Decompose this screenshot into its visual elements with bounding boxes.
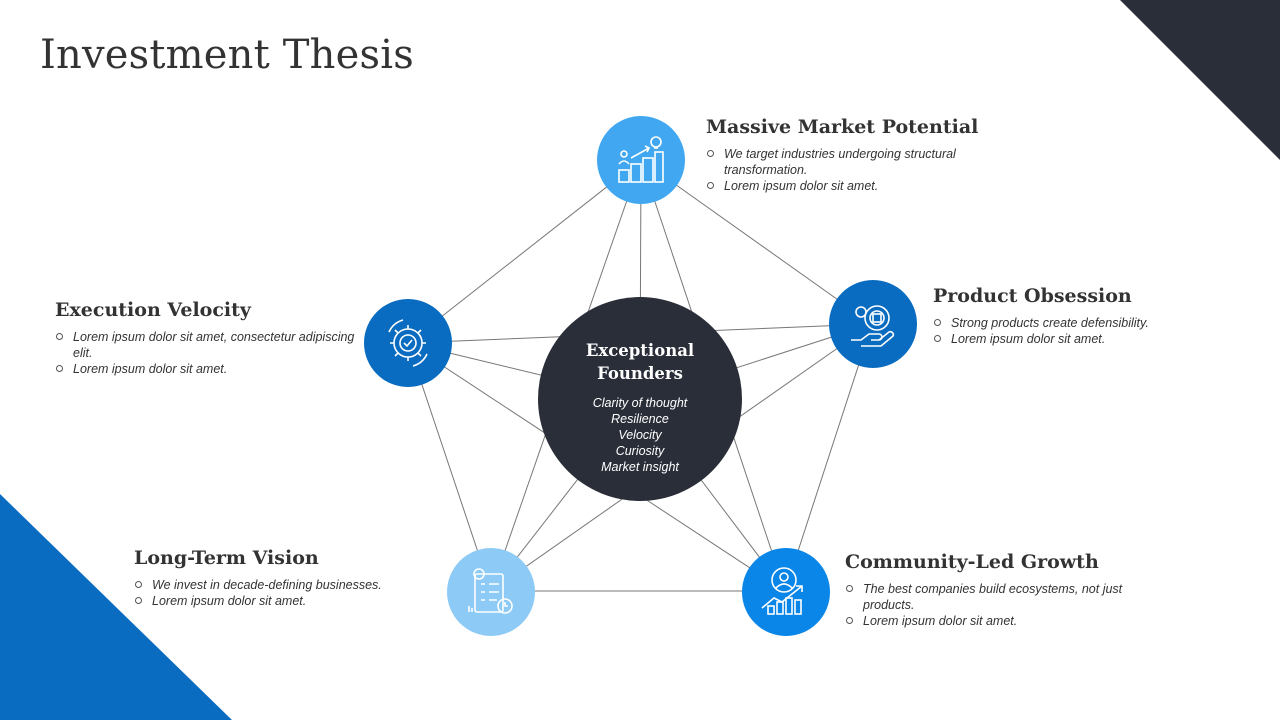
- slide-title: Investment Thesis: [40, 32, 414, 78]
- pillar-vision: Long-Term Vision We invest in decade-def…: [134, 547, 434, 609]
- pillar-points: We target industries undergoing structur…: [706, 146, 1006, 194]
- checklist-icon: [468, 568, 513, 614]
- bullet-item: We invest in decade-defining businesses.: [134, 577, 434, 593]
- center-title: Exceptional Founders: [585, 341, 695, 383]
- bullet-item: Lorem ipsum dolor sit amet.: [55, 361, 355, 377]
- bullet-item: Lorem ipsum dolor sit amet.: [933, 331, 1223, 347]
- bullet-item: Lorem ipsum dolor sit amet.: [706, 178, 1006, 194]
- pillar-community: Community-Led Growth The best companies …: [845, 551, 1135, 629]
- pillar-title: Massive Market Potential: [706, 116, 979, 138]
- node-market-potential: [597, 116, 685, 204]
- trait-item: Resilience: [611, 412, 669, 426]
- pillar-execution: Execution Velocity Lorem ipsum dolor sit…: [55, 299, 355, 377]
- pillar-title: Community-Led Growth: [845, 551, 1099, 573]
- bullet-item: The best companies build ecosystems, not…: [845, 581, 1135, 613]
- pillar-product: Product Obsession Strong products create…: [933, 285, 1223, 347]
- trait-item: Clarity of thought: [592, 396, 688, 410]
- bullet-item: Lorem ipsum dolor sit amet.: [845, 613, 1135, 629]
- center-founders-circle: Exceptional Founders Clarity of thought …: [538, 297, 742, 501]
- pillar-points: Lorem ipsum dolor sit amet, consectetur …: [55, 329, 355, 377]
- pillar-title: Long-Term Vision: [134, 547, 319, 569]
- pillar-points: The best companies build ecosystems, not…: [845, 581, 1135, 629]
- bullet-item: We target industries undergoing structur…: [706, 146, 1006, 178]
- pillar-market: Massive Market Potential We target indus…: [706, 116, 1006, 194]
- node-execution-velocity: [364, 299, 452, 387]
- gear-check-icon: [388, 319, 428, 367]
- bullet-item: Lorem ipsum dolor sit amet.: [134, 593, 434, 609]
- growth-chart-icon: [618, 136, 664, 183]
- trait-item: Curiosity: [615, 444, 665, 458]
- pillar-points: We invest in decade-defining businesses.…: [134, 577, 434, 609]
- node-product-obsession: [829, 280, 917, 368]
- trait-item: Velocity: [618, 428, 662, 442]
- node-community-growth: [742, 548, 830, 636]
- gear-hand-icon: [851, 305, 895, 347]
- node-long-term-vision: [447, 548, 535, 636]
- user-growth-icon: [761, 567, 803, 615]
- pillar-title: Execution Velocity: [55, 299, 251, 321]
- trait-item: Market insight: [601, 460, 679, 474]
- pillar-points: Strong products create defensibility. Lo…: [933, 315, 1223, 347]
- bullet-item: Strong products create defensibility.: [933, 315, 1223, 331]
- center-traits: Clarity of thought Resilience Velocity C…: [538, 395, 742, 475]
- bullet-item: Lorem ipsum dolor sit amet, consectetur …: [55, 329, 355, 361]
- pillar-title: Product Obsession: [933, 285, 1132, 307]
